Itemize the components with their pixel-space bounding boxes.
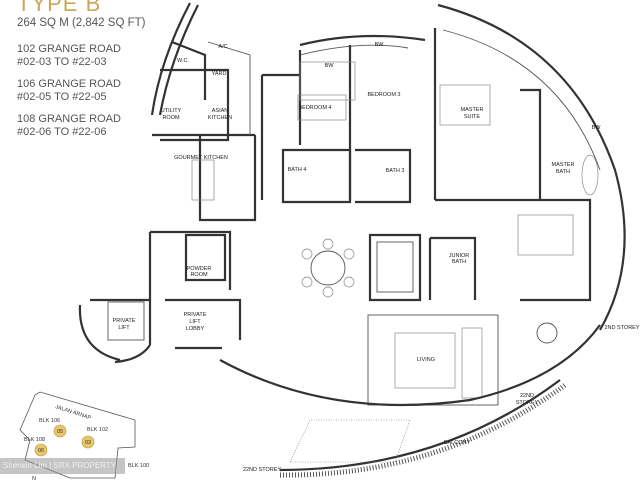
svg-text:BATH: BATH <box>556 169 570 175</box>
svg-text:05: 05 <box>57 429 63 435</box>
wall-curve-left-inner <box>158 4 199 116</box>
site-blk-106: BLK 106 <box>39 418 60 424</box>
dining-table <box>310 250 346 286</box>
label-2nd-storey: 2ND STOREY <box>604 325 639 331</box>
address-3-road: 108 GRANGE ROAD <box>17 113 121 125</box>
label-bw-2: BW <box>375 42 385 48</box>
label-utility: UTILITY <box>161 108 182 114</box>
north-label: N <box>32 476 36 480</box>
label-bath-4: BATH 4 <box>288 167 307 173</box>
svg-text:03: 03 <box>85 440 91 446</box>
wall-curve-left <box>150 2 191 116</box>
label-powder-room: POWDER <box>187 266 212 272</box>
svg-text:KITCHEN: KITCHEN <box>208 115 232 121</box>
plan-area: 264 SQ M (2,842 SQ FT) <box>17 17 146 29</box>
wall-curve-right <box>437 3 626 331</box>
label-bw-3: BW <box>592 125 602 131</box>
wall-bedrooms-top <box>299 34 426 47</box>
svg-text:ROOM: ROOM <box>162 115 180 121</box>
label-balcony: BALCONY <box>444 440 471 446</box>
svg-text:LIFT: LIFT <box>118 325 130 331</box>
stair-hatch <box>289 419 411 463</box>
site-blk-100: BLK 100 <box>128 463 149 469</box>
label-master-bath: MASTER <box>552 162 575 168</box>
label-master-suite: MASTER <box>461 107 484 113</box>
unit-markers: 05 03 06 <box>34 424 95 457</box>
dining-chairs <box>301 238 355 298</box>
label-junior-bath: JUNIOR <box>449 253 470 259</box>
svg-text:SUITE: SUITE <box>464 114 481 120</box>
label-private-lift: PRIVATE <box>113 318 136 324</box>
site-blk-108: BLK 108 <box>24 437 45 443</box>
svg-text:ROOM: ROOM <box>190 272 208 278</box>
address-2-units: #02-05 TO #22-05 <box>17 91 107 103</box>
svg-text:LIFT: LIFT <box>189 319 201 325</box>
balcony-planter <box>279 382 567 478</box>
svg-text:STOREY: STOREY <box>516 400 539 406</box>
address-2-road: 106 GRANGE ROAD <box>17 78 121 90</box>
svg-text:LOBBY: LOBBY <box>186 326 205 332</box>
address-1-road: 102 GRANGE ROAD <box>17 43 121 55</box>
address-3-units: #02-06 TO #22-06 <box>17 126 107 138</box>
plan-type-title: TYPE B <box>17 0 102 16</box>
label-22nd-storey-bottom: 22ND STOREY <box>243 467 281 473</box>
svg-text:06: 06 <box>38 448 44 454</box>
svg-text:BATH: BATH <box>452 259 466 265</box>
label-asian-kitchen: ASIAN <box>212 108 229 114</box>
label-bedroom-3: BEDROOM 3 <box>367 92 400 98</box>
label-bw-1: BW <box>325 63 335 69</box>
site-blk-102: BLK 102 <box>87 427 108 433</box>
label-private-lift-lobby: PRIVATE <box>184 312 207 318</box>
label-bath-3: BATH 3 <box>386 168 405 174</box>
label-gourmet-kitchen: GOURMET KITCHEN <box>174 155 228 161</box>
address-1-units: #02-03 TO #22-03 <box>17 56 107 68</box>
label-ac: A/C <box>218 44 227 50</box>
label-bedroom-4: BEDROOM 4 <box>298 105 331 111</box>
label-yard: YARD <box>212 71 227 77</box>
label-wc: W.C. <box>177 58 189 64</box>
site-plan <box>19 391 136 479</box>
watermark: Sherwin Lim | SRX PROPERTY <box>0 458 125 474</box>
label-living: LIVING <box>417 357 435 363</box>
label-22nd-storey: 22ND <box>520 393 534 399</box>
